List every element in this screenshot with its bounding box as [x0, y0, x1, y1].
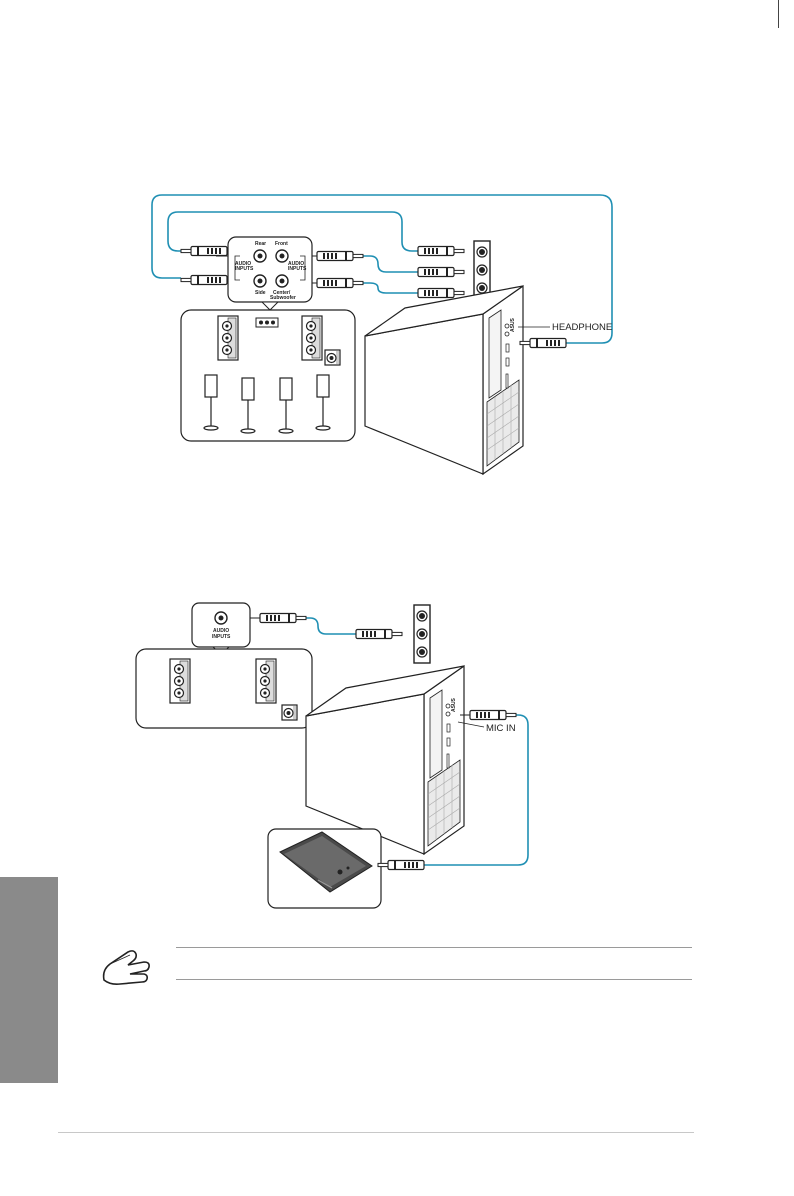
desktop-pc-icon	[365, 286, 523, 474]
brand-logo-2: ASUS	[451, 697, 457, 712]
label-audio-inputs-2: INPUTS	[212, 634, 231, 640]
note-bottom-rule	[176, 979, 692, 980]
rear-audio-jacks	[474, 241, 490, 299]
rca-plug-icon	[356, 630, 402, 639]
headphone-plug-icon	[520, 339, 566, 348]
speaker-icon	[302, 316, 322, 360]
rca-plug-icon	[317, 279, 363, 288]
label-audio-inputs-right-2: INPUTS	[288, 266, 307, 272]
rca-plug-icon	[181, 276, 227, 285]
diagram-mic-and-speakers: AUDIO INPUTS ASUS MIC IN	[136, 603, 528, 908]
rca-plug-icon	[181, 247, 227, 256]
diagram-speaker-system: Rear Front Side Center/ Subwoofer AUDIO …	[152, 195, 612, 474]
chapter-side-tab	[0, 877, 58, 1083]
rca-plug-icon	[260, 614, 306, 623]
phone-plug-icon	[378, 861, 424, 870]
speaker-icon	[256, 659, 276, 703]
rca-plug-icon	[317, 252, 363, 261]
speaker-icon	[218, 316, 238, 360]
note-top-rule	[176, 947, 692, 948]
rca-plug-icon	[418, 268, 464, 277]
label-front: Front	[275, 241, 288, 247]
rca-plug-icon	[418, 289, 464, 298]
note-hand-icon	[104, 951, 150, 984]
label-rear: Rear	[255, 241, 266, 247]
rca-plug-icon	[418, 247, 464, 256]
headphone-label: HEADPHONE	[552, 322, 612, 333]
mic-plug-icon	[470, 711, 516, 720]
mic-in-label: MIC IN	[486, 723, 516, 734]
rear-audio-jacks	[414, 605, 430, 663]
subwoofer-icon	[325, 350, 340, 365]
label-subwoofer: Subwoofer	[270, 295, 296, 301]
speaker-icon	[170, 659, 190, 703]
desktop-pc-icon	[306, 666, 464, 854]
footer-rule	[58, 1132, 694, 1133]
audio-input-box	[192, 603, 250, 647]
label-audio-inputs-left-2: INPUTS	[235, 266, 254, 272]
brand-logo: ASUS	[510, 317, 516, 332]
label-side: Side	[255, 290, 266, 296]
subwoofer-icon	[282, 705, 297, 720]
